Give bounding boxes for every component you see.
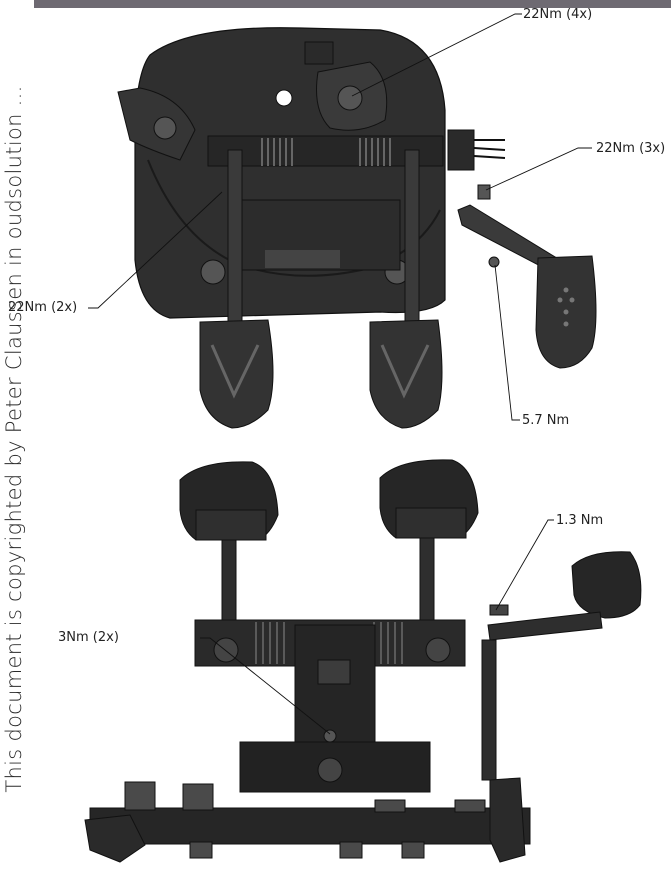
clutch-arm	[227, 149, 243, 326]
leader-spring-bolt	[200, 637, 331, 735]
throttle-pad-dots	[557, 287, 575, 327]
bolt-head-lower-left	[200, 259, 226, 285]
side-base-hub	[317, 757, 343, 783]
side-bracket-right	[489, 777, 526, 863]
top-view	[117, 27, 597, 429]
callout-pedal-pivot-torque: 5.7 Nm	[522, 413, 570, 428]
connector	[447, 129, 475, 171]
side-spring-left	[255, 622, 285, 664]
leader-throttle-stop	[495, 519, 554, 611]
spring-rail	[207, 135, 444, 167]
callout-throttle-stop-torque: 1.3 Nm	[556, 513, 604, 528]
header-bar	[34, 0, 671, 8]
callout-left-bolt-torque: 22Nm (2x)	[8, 300, 78, 315]
leader-top-bolt	[351, 13, 522, 97]
side-spring-bolt	[323, 729, 337, 743]
clutch-pad	[199, 319, 274, 429]
callout-top-bolt-torque: 22Nm (4x)	[523, 7, 593, 22]
logo-plate	[265, 250, 340, 268]
spring-right	[359, 138, 391, 166]
leader-lines	[88, 13, 592, 735]
side-bracket-left	[84, 814, 146, 863]
bolt-head-top	[337, 85, 363, 111]
brake-pad-chevron	[380, 344, 430, 399]
leader-pedal-pivot	[494, 264, 520, 421]
leader-left-bolt	[88, 191, 223, 309]
brake-pad	[369, 319, 443, 429]
side-base-rail	[89, 807, 531, 845]
side-brake-pad-plate	[395, 507, 467, 539]
side-clutch-pad-plate	[195, 509, 267, 541]
side-pivot-left	[213, 637, 239, 663]
side-switch	[317, 659, 351, 685]
side-view	[84, 459, 642, 863]
spring-left	[261, 138, 293, 166]
mounting-tab	[304, 41, 334, 65]
housing-hole	[275, 89, 293, 107]
side-pivot-right	[425, 637, 451, 663]
clutch-pad-chevron	[210, 344, 260, 399]
brake-arm	[404, 149, 420, 326]
side-throttle-pad	[571, 551, 642, 619]
callout-spring-bolt-torque: 3Nm (2x)	[58, 630, 119, 645]
wire-harness	[473, 139, 506, 159]
side-base-bolts	[124, 781, 486, 859]
throttle-pivot-bolt	[477, 184, 491, 200]
side-throttle-arm	[487, 611, 603, 641]
throttle-stop-screw	[489, 604, 509, 616]
side-base-block	[239, 741, 431, 793]
bolt-head-left	[153, 116, 177, 140]
side-throttle-post	[481, 639, 497, 781]
leader-right-bolt	[485, 147, 592, 191]
callout-right-bolt-torque: 22Nm (3x)	[596, 141, 666, 156]
pedal-pivot-bolt	[488, 256, 500, 268]
